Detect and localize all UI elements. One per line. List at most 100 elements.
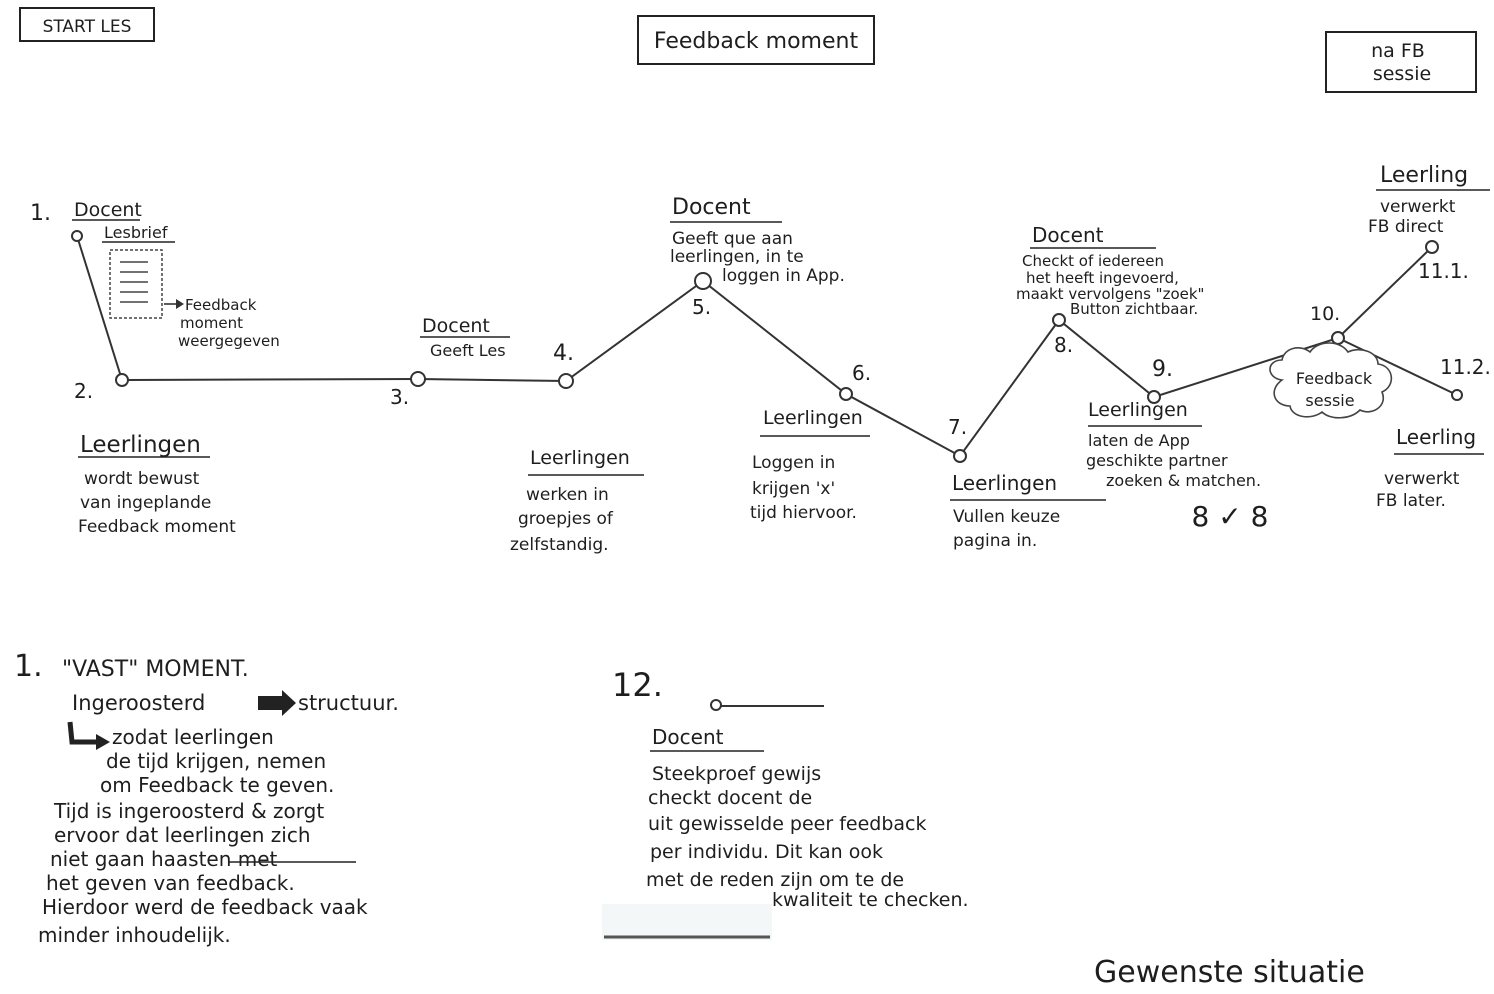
step-node [1425,240,1439,254]
step-role: Docent [672,195,751,220]
step-text: werken in [526,485,609,505]
step-text: groepjes of [518,509,614,529]
step-11-2: 11.2. Leerling verwerkt FB later. [1376,355,1491,511]
step-role: Leerling [1396,425,1476,449]
note-line: zodat leerlingen [112,725,274,749]
step-sub: Lesbrief [104,223,168,242]
after-session-line2: sessie [1373,63,1431,85]
step-node [1052,313,1066,327]
note-number: 1. [14,649,43,684]
step-node [839,387,853,401]
step-1: 1. Docent Lesbrief [30,199,175,243]
step-text: loggen in App. [722,266,845,286]
note-line: ervoor dat leerlingen zich [54,823,311,847]
step-node [115,373,129,387]
step-text: zoeken & matchen. [1106,471,1261,490]
cloud-icon [1269,342,1393,419]
step-text: wordt bewust [84,469,200,489]
note-1: 1. "VAST" MOMENT. Ingeroosterd structuur… [14,649,399,947]
step-node [71,230,83,242]
smudge [602,904,772,940]
step-number: 10. [1310,303,1340,325]
step-number: 7. [948,415,967,439]
note-line: met de reden zijn om te de [646,869,904,891]
note-line: minder inhoudelijk. [38,923,231,947]
step-6: 6. Leerlingen Loggen in krijgen 'x' tijd… [750,361,871,523]
note-line: om Feedback te geven. [100,773,334,797]
page-title: Feedback moment [654,29,859,54]
arrow-right-icon [258,690,296,716]
step-number: 8. [1054,333,1073,357]
step-text: verwerkt [1380,197,1456,217]
arrow-down-right-icon [67,721,104,745]
step-number: 4. [553,341,574,366]
step-node [953,449,967,463]
step-role: Leerlingen [80,432,201,458]
lesbrief-note: Feedback moment weergegeven [164,296,280,350]
note-line: uit gewisselde peer feedback [648,813,927,835]
note-line: Hierdoor werd de feedback vaak [42,895,368,919]
step-number: 9. [1152,357,1173,382]
note-title: "VAST" MOMENT. [62,657,249,682]
step-text: Checkt of iedereen [1022,252,1164,270]
note-line: niet gaan haasten met [50,847,278,871]
start-les-box: START LES [19,7,155,42]
note-line: weergegeven [178,332,280,350]
step-node [1147,390,1161,404]
step-text: leerlingen, in te [670,247,804,267]
journey-branch-line [1337,337,1458,396]
step-role: Docent [1032,223,1104,247]
step-text: laten de App [1088,431,1190,450]
step-text: van ingeplande [80,493,211,513]
step-text: Geeft Les [430,341,506,360]
step-role: Docent [422,315,490,337]
step-10: 10. Feedback sessie [1269,303,1393,419]
step-text: krijgen 'x' [752,479,835,499]
note-line: per individu. Dit kan ook [650,841,883,863]
step-text: het heeft ingevoerd, [1026,269,1179,287]
step-number: 3. [390,385,409,409]
after-session-line1: na FB [1371,40,1425,62]
step-9: 9. Leerlingen laten de App geschikte par… [1086,357,1268,533]
step-text: Feedback moment [78,517,236,537]
step-text: FB direct [1368,217,1444,237]
note-role: Docent [652,725,724,749]
step-11-1: 11.1. Leerling verwerkt FB direct [1368,163,1490,283]
step-role: Leerlingen [530,447,630,469]
note-line: het geven van feedback. [46,871,295,895]
title-box: Feedback moment [637,15,875,65]
footer-caption: Gewenste situatie [1094,955,1365,990]
note-12: 12. Docent Steekproef gewijs checkt doce… [612,666,969,911]
match-symbol: 8 ✓ 8 [1192,500,1269,533]
step-4: 4. Leerlingen werken in groepjes of zelf… [510,341,644,555]
step-node [1451,389,1463,401]
step-role: Leerlingen [1088,399,1188,421]
step-number: 1. [30,201,51,226]
cloud-label-line2: sessie [1305,391,1354,410]
step-number: 11.2. [1440,355,1491,379]
step-text: zelfstandig. [510,535,609,555]
note-line: kwaliteit te checken. [772,889,969,911]
note-number: 12. [612,666,663,704]
start-les-label: START LES [43,17,132,37]
note-line: moment [180,314,243,332]
step-3: 3. Docent Geeft Les [390,315,510,409]
note-line: Feedback [185,296,257,314]
arrow-head [96,734,110,750]
step-node [410,371,426,387]
note-line: de tijd krijgen, nemen [106,749,326,773]
step-text: Button zichtbaar. [1070,300,1198,318]
step-text: maakt vervolgens "zoek" [1016,285,1204,303]
step-number: 2. [74,379,93,403]
step-role: Leerling [1380,163,1468,188]
step-number: 6. [852,361,871,385]
document-icon [109,249,163,319]
step-number: 5. [692,295,711,319]
note-line: structuur. [298,691,399,715]
step-text: geschikte partner [1086,451,1228,470]
step-role: Leerlingen [763,407,863,429]
step-role: Docent [74,199,142,221]
step-node [1331,331,1345,345]
step-number: 11.1. [1418,259,1469,283]
